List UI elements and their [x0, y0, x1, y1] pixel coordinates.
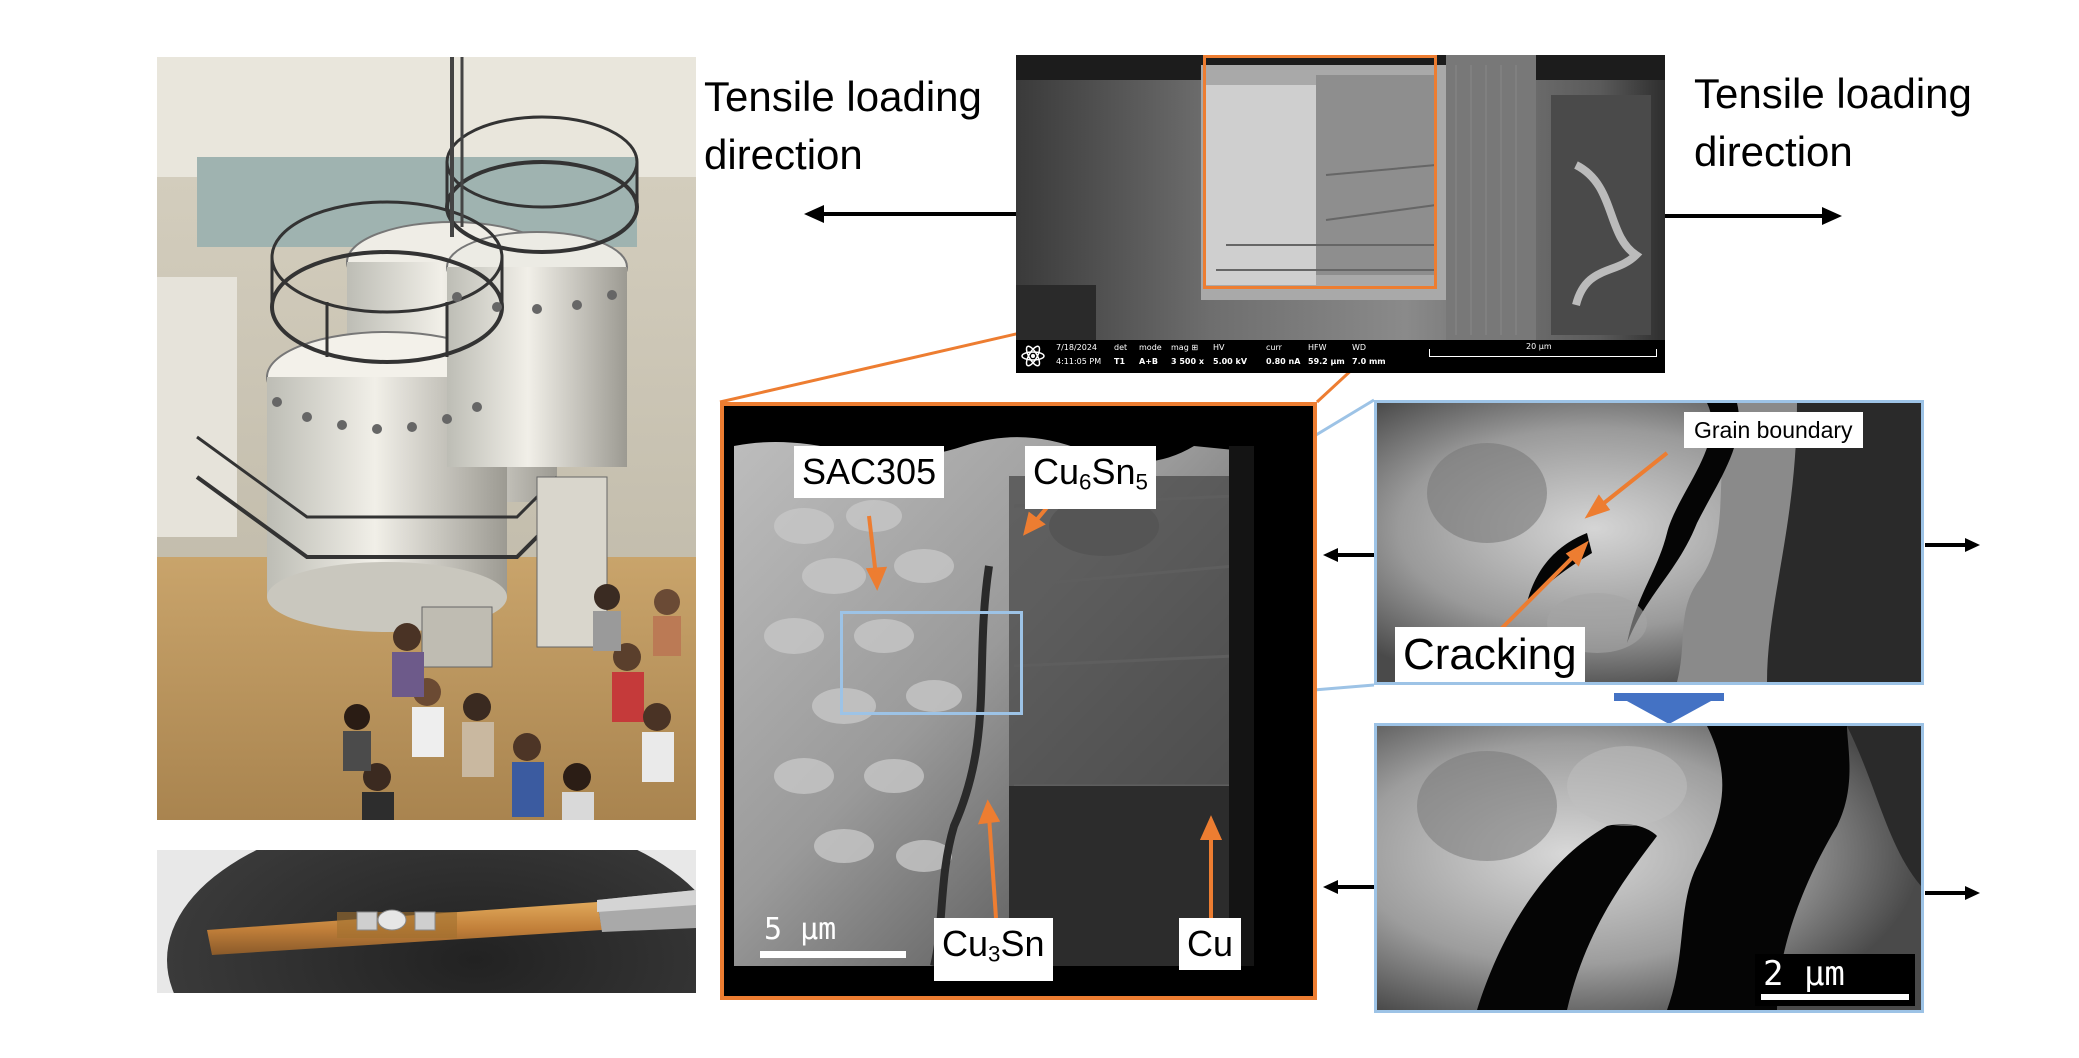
crack-after-drawing — [1377, 726, 1921, 1010]
arrow-left-icon — [1323, 880, 1378, 894]
databar-mode: A+B — [1139, 357, 1158, 366]
label-grain-boundary-text: Grain boundary — [1694, 417, 1853, 443]
arrow-right-icon — [1925, 886, 1980, 900]
cu6sn5-part-cu: Cu — [1033, 451, 1080, 492]
scale-label-crack: 2 µm — [1763, 954, 1845, 994]
sample-holder-photo — [157, 850, 696, 993]
arrow-right-icon — [1662, 207, 1842, 225]
label-cracking-text: Cracking — [1403, 630, 1577, 679]
orange-region-box — [1203, 55, 1437, 289]
databar-mag: 3 500 x — [1171, 357, 1204, 366]
databar-mode-label: mode — [1139, 343, 1162, 352]
label-cu: Cu — [1179, 918, 1242, 970]
down-arrow-band — [1614, 693, 1724, 701]
scale-label-main: 5 µm — [764, 912, 837, 947]
label-cu3sn: Cu3Sn — [934, 918, 1053, 981]
sem-zoom-drawing — [724, 406, 1313, 996]
databar-hv-label: HV — [1213, 343, 1225, 352]
databar-hv: 5.00 kV — [1213, 357, 1248, 366]
tensile-direction-label-right: Tensile loading direction — [1694, 65, 1972, 181]
arrow-left-icon — [804, 205, 1016, 223]
databar-curr-label: curr — [1266, 343, 1282, 352]
databar-curr: 0.80 nA — [1266, 357, 1301, 366]
scale-bar-main — [760, 951, 906, 958]
databar-wd: 7.0 mm — [1352, 357, 1386, 366]
atom-logo-icon — [1020, 343, 1046, 369]
databar-scale-label: 20 µm — [1524, 342, 1554, 351]
databar-det: T1 — [1114, 357, 1126, 366]
tensile-label-right-line2: direction — [1694, 128, 1853, 175]
sem-databar: 7/18/2024 4:11:05 PM det T1 mode A+B mag… — [1016, 340, 1665, 373]
databar-hfw-label: HFW — [1308, 343, 1327, 352]
databar-time: 4:11:05 PM — [1056, 357, 1102, 366]
tensile-direction-label-left: Tensile loading direction — [704, 68, 982, 184]
databar-mag-label: mag ⊞ — [1171, 343, 1199, 352]
crack-panel-after: 2 µm — [1374, 723, 1924, 1013]
crack-before-arrows — [1495, 451, 1669, 635]
reactor-photo — [157, 57, 696, 820]
arrow-right-icon — [1925, 538, 1980, 552]
databar-scale-bar — [1429, 349, 1657, 357]
cu3sn-sub-3: 3 — [988, 941, 1001, 967]
sample-holder-drawing — [157, 850, 696, 993]
databar-wd-label: WD — [1352, 343, 1367, 352]
label-sac305-text: SAC305 — [802, 451, 937, 492]
sem-overview-image: 7/18/2024 4:11:05 PM det T1 mode A+B mag… — [1016, 55, 1665, 373]
tensile-label-left-line1: Tensile loading — [704, 73, 982, 120]
label-sac305: SAC305 — [794, 446, 945, 498]
reactor-photo-drawing — [157, 57, 696, 820]
label-cracking: Cracking — [1395, 627, 1585, 682]
scale-bar-crack — [1761, 994, 1909, 1000]
databar-date: 7/18/2024 — [1056, 343, 1098, 352]
databar-hfw: 59.2 µm — [1308, 357, 1345, 366]
sem-zoom-panel: SAC305 Cu6Sn5 Cu3Sn Cu 5 µm — [720, 402, 1317, 1000]
down-arrow-icon — [1616, 695, 1722, 724]
cu6sn5-sub-5: 5 — [1135, 469, 1148, 495]
sem-overview-drawing — [1016, 55, 1665, 340]
blue-region-box — [840, 611, 1023, 715]
tensile-label-left-line2: direction — [704, 131, 863, 178]
label-cu6sn5: Cu6Sn5 — [1025, 446, 1156, 509]
label-cu-text: Cu — [1187, 923, 1234, 964]
arrow-left-icon — [1323, 548, 1378, 562]
cu3sn-part-sn: Sn — [1000, 923, 1045, 964]
cu6sn5-part-sn: Sn — [1091, 451, 1136, 492]
crack-panel-before: Grain boundary Cracking — [1374, 400, 1924, 685]
tensile-label-right-line1: Tensile loading — [1694, 70, 1972, 117]
phase-arrows — [865, 485, 1223, 921]
label-grain-boundary: Grain boundary — [1684, 412, 1863, 448]
databar-det-label: det — [1114, 343, 1128, 352]
cu6sn5-sub-6: 6 — [1079, 469, 1092, 495]
cu3sn-part-cu: Cu — [942, 923, 989, 964]
